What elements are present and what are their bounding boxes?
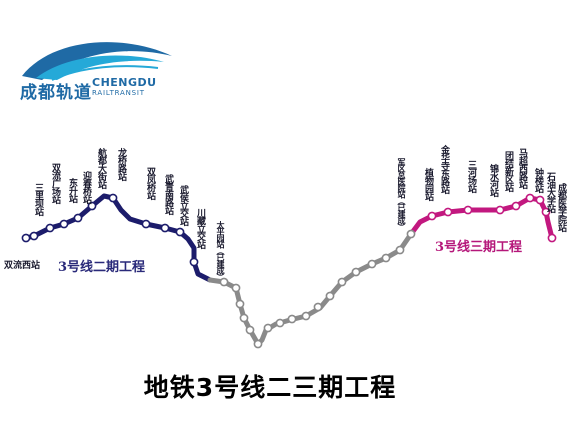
logo-swoosh-line bbox=[51, 65, 159, 81]
station-dot bbox=[45, 223, 55, 233]
station-dot bbox=[219, 277, 229, 287]
station-dot-unlabeled bbox=[301, 311, 311, 321]
station-dot bbox=[175, 227, 185, 237]
station-dot bbox=[541, 207, 551, 217]
station-dot bbox=[87, 201, 97, 211]
station-dot-unlabeled bbox=[253, 339, 263, 349]
station-dot bbox=[535, 195, 545, 205]
station-dot bbox=[495, 205, 505, 215]
station-dot-unlabeled bbox=[235, 299, 245, 309]
station-label: 太平园站（已建成） bbox=[216, 221, 225, 280]
station-dot-unlabeled bbox=[313, 302, 323, 312]
station-dot-unlabeled bbox=[275, 318, 285, 328]
station-label: 龙桥路站 bbox=[116, 148, 126, 180]
station-label: 航都大街站 bbox=[96, 148, 106, 188]
station-label: 三河场站 bbox=[466, 160, 476, 192]
station-label: 马超西路站 bbox=[517, 148, 527, 188]
station-label: 植物园站 bbox=[423, 168, 433, 200]
logo-swoosh-dark bbox=[22, 42, 172, 80]
station-dot bbox=[108, 193, 118, 203]
station-label: 双流广场站 bbox=[50, 163, 60, 203]
station-label: 双流西站 bbox=[4, 261, 41, 271]
chengdu-rail-logo bbox=[22, 42, 172, 81]
station-dot-unlabeled bbox=[381, 253, 391, 263]
station-dot-unlabeled bbox=[239, 313, 249, 323]
station-dot-unlabeled bbox=[395, 245, 405, 255]
station-dot bbox=[160, 223, 170, 233]
station-dot bbox=[463, 205, 473, 215]
station-dot-unlabeled bbox=[231, 283, 241, 293]
station-dot-unlabeled bbox=[245, 325, 255, 335]
station-dot bbox=[29, 231, 39, 241]
station-label: 钟楼站 bbox=[533, 168, 543, 192]
station-label: 团结新区站 bbox=[503, 151, 513, 191]
logo-subtitle-en: RAILTRANSIT bbox=[92, 89, 145, 97]
phase3-label: 3号线三期工程 bbox=[435, 240, 523, 255]
logo-name-en: CHENGDU bbox=[92, 76, 157, 89]
station-label: 东升站 bbox=[67, 178, 77, 202]
station-label: 军区总医院站（已建成） bbox=[397, 158, 406, 230]
station-dot-unlabeled bbox=[325, 291, 335, 301]
station-label: 武侯立交站 bbox=[178, 185, 188, 225]
station-dot bbox=[443, 207, 453, 217]
station-label: 石油大学站 bbox=[545, 172, 555, 212]
station-dot bbox=[511, 201, 521, 211]
station-label: 金华寺东路站 bbox=[439, 145, 449, 193]
station-dot bbox=[73, 213, 83, 223]
station-dot bbox=[59, 219, 69, 229]
station-dot-unlabeled bbox=[287, 314, 297, 324]
station-label: 三里坝站 bbox=[33, 183, 43, 215]
station-label: 锦水河站 bbox=[488, 164, 498, 196]
logo-name-cn: 成都轨道 bbox=[20, 83, 92, 103]
station-label: 迎春桥站 bbox=[81, 171, 91, 203]
station-dot bbox=[21, 233, 31, 243]
station-label: 成都医学院站 bbox=[556, 183, 566, 231]
station-dot-unlabeled bbox=[263, 323, 273, 333]
station-dot-unlabeled bbox=[351, 267, 361, 277]
station-dot bbox=[406, 229, 416, 239]
station-dot bbox=[547, 233, 557, 243]
map-title: 地铁3号线二三期工程 bbox=[143, 373, 397, 402]
station-dot bbox=[189, 257, 199, 267]
station-dot bbox=[427, 211, 437, 221]
station-dot bbox=[141, 219, 151, 229]
station-label: 川藏立交站 bbox=[195, 208, 205, 248]
phase2-label: 3号线二期工程 bbox=[58, 260, 146, 275]
station-dot-unlabeled bbox=[337, 277, 347, 287]
station-dot-unlabeled bbox=[367, 259, 377, 269]
station-dot bbox=[525, 193, 535, 203]
station-label: 双凤桥站 bbox=[145, 167, 155, 199]
station-label: 武青南路站 bbox=[163, 174, 173, 214]
